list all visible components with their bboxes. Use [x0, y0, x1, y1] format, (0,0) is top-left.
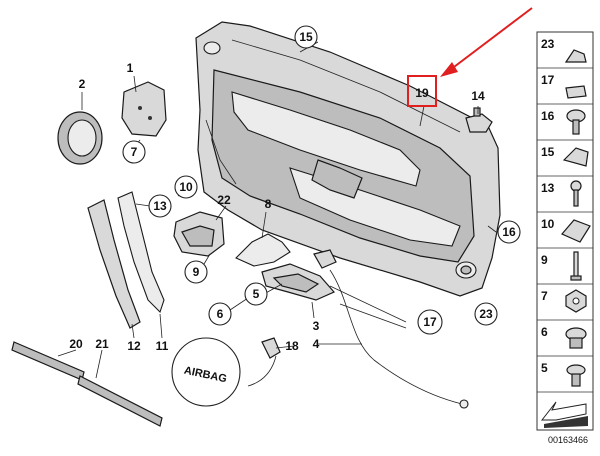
svg-text:7: 7: [131, 145, 138, 159]
svg-text:23: 23: [479, 307, 493, 321]
callout-6: 6: [208, 302, 232, 326]
highlighted-part-19: 19: [407, 75, 437, 107]
speaker-cover: [121, 81, 167, 137]
callout-23: 23: [474, 302, 498, 326]
svg-text:15: 15: [299, 30, 313, 44]
callout-7: 7: [122, 140, 146, 164]
side-label-5: 5: [541, 361, 548, 375]
fastener-15-icon: [562, 147, 589, 167]
label-18: 18: [285, 339, 299, 353]
sill-strips: [11, 341, 163, 427]
diagram-ref-number: 00163466: [548, 435, 588, 445]
svg-text:6: 6: [217, 307, 224, 321]
svg-text:13: 13: [153, 199, 167, 213]
red-pointer-arrow: [440, 7, 533, 77]
svg-text:5: 5: [253, 287, 260, 301]
airbag-detail: AIRBAG: [171, 337, 281, 407]
fastener-17-icon: [565, 85, 587, 99]
fastener-9-icon: [573, 251, 579, 279]
direction-arrow-icon: [540, 401, 588, 428]
side-label-10: 10: [541, 217, 555, 231]
label-4: 4: [313, 337, 320, 351]
callout-17: 17: [417, 309, 443, 335]
callout-13: 13: [148, 194, 172, 218]
svg-text:17: 17: [423, 315, 437, 329]
side-label-13: 13: [541, 181, 555, 195]
label-12: 12: [127, 339, 141, 353]
clip-14: [465, 107, 493, 133]
label-20: 20: [69, 337, 83, 351]
label-19: 19: [415, 86, 429, 100]
side-label-16: 16: [541, 109, 555, 123]
speaker-ring: [57, 111, 103, 165]
callout-15: 15: [294, 25, 318, 49]
svg-text:9: 9: [193, 265, 200, 279]
bracket-22: [173, 211, 225, 257]
side-label-17: 17: [541, 73, 555, 87]
door-trim-panel: [195, 21, 501, 297]
fastener-side-panel: 23 17 16 15 13 10 9 7 6 5: [536, 31, 594, 431]
fastener-23-icon: [564, 49, 587, 63]
label-22: 22: [217, 193, 231, 207]
label-3: 3: [313, 319, 320, 333]
plain-labels: 1 2 3 4 8 11 12 14 18 20 21 22: [69, 61, 485, 353]
callout-9: 9: [184, 260, 208, 284]
side-label-23: 23: [541, 37, 555, 51]
callout-16: 16: [497, 220, 521, 244]
side-label-15: 15: [541, 145, 555, 159]
callout-5: 5: [244, 282, 268, 306]
leader-lines: [57, 41, 497, 379]
fastener-10-icon: [561, 219, 591, 243]
label-11: 11: [156, 339, 169, 353]
side-label-7: 7: [541, 289, 548, 303]
side-label-6: 6: [541, 325, 548, 339]
circled-labels: 5 6 7 9 10 13 15 16: [122, 25, 521, 335]
bowden-cable: [329, 269, 469, 409]
label-1: 1: [127, 61, 134, 75]
label-8: 8: [265, 197, 272, 211]
door-handle: [261, 249, 337, 301]
side-label-9: 9: [541, 253, 548, 267]
label-2: 2: [79, 77, 86, 91]
callout-10: 10: [174, 175, 198, 199]
label-14: 14: [471, 89, 485, 103]
label-21: 21: [95, 337, 109, 351]
bracket-8: [235, 233, 291, 267]
svg-text:10: 10: [179, 180, 193, 194]
window-trim-strips: [87, 191, 165, 329]
svg-text:16: 16: [502, 225, 516, 239]
